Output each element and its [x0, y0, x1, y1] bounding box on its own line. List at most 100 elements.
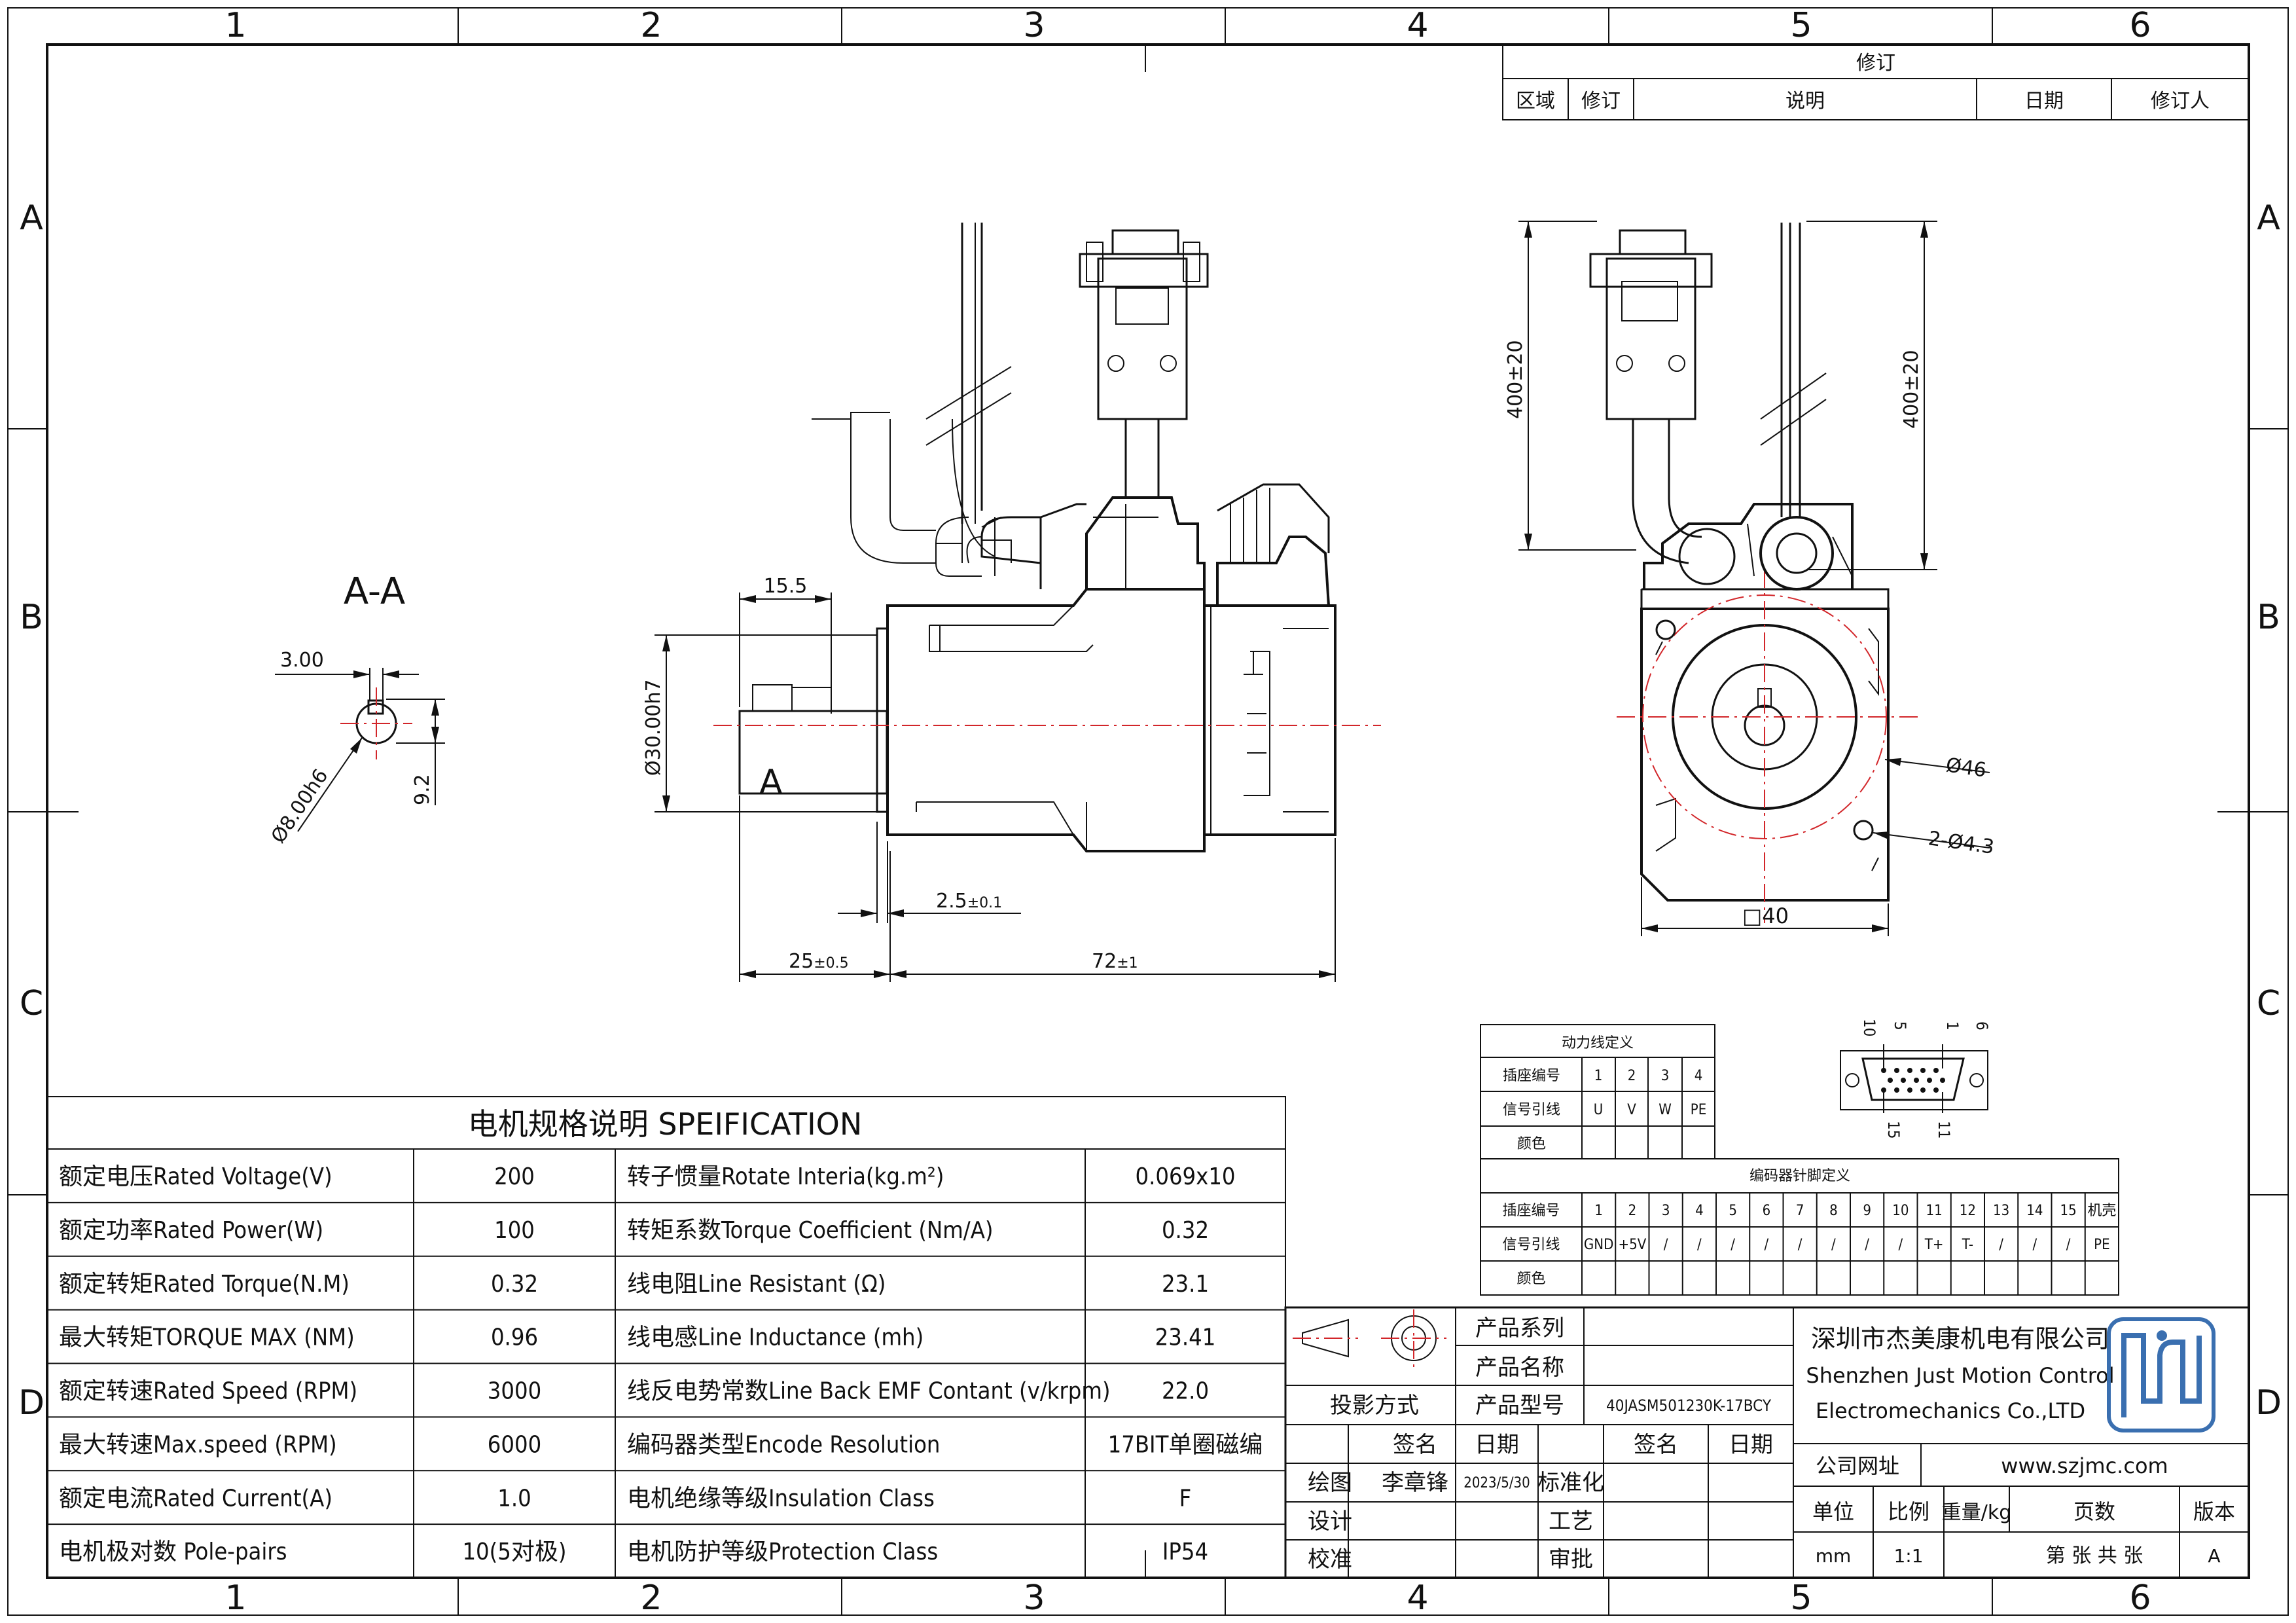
encoder-table-cell: / [2066, 1237, 2071, 1253]
encoder-table-title: 编码器针脚定义 [1749, 1168, 1850, 1184]
dim-pcd: Ø46 [1945, 754, 1988, 782]
dim-body-len: 72±1 [1092, 950, 1138, 973]
spec-param-label: 线电阻Line Resistant (Ω) [627, 1271, 886, 1298]
pin-label: 6 [1973, 1021, 1991, 1030]
dim-flange: □40 [1742, 903, 1789, 928]
col-label: 3 [1023, 1578, 1045, 1618]
encoder-table-cell: 6 [1763, 1203, 1771, 1219]
encoder-table-cell: 1 [1594, 1203, 1603, 1219]
spec-param-value: 0.32 [491, 1271, 538, 1298]
tb-unit: mm [1816, 1545, 1852, 1567]
col-label: 3 [1023, 6, 1045, 45]
rear-view: 400±20 400±20 □40 Ø46 2-Ø4.3 [1504, 221, 1996, 936]
row-label: C [2257, 984, 2280, 1023]
encoder-table-cell: 3 [1662, 1203, 1670, 1219]
spec-param-value: 1.0 [497, 1485, 531, 1512]
spec-param-label: 最大转速Max.speed (RPM) [59, 1431, 337, 1458]
tb-sign: 签名 [1393, 1432, 1437, 1458]
col-label: 1 [224, 6, 246, 45]
encoder-table-cell: 信号引线 [1502, 1237, 1560, 1253]
encoder-table-cell: 9 [1863, 1203, 1871, 1219]
dim-shaft-len: 15.5 [764, 575, 808, 598]
tb-company-cn: 深圳市杰美康机电有限公司 [1811, 1324, 2109, 1353]
power-table-cell: 信号引线 [1503, 1102, 1560, 1118]
tb-version: A [2208, 1545, 2220, 1567]
spec-param-label: 额定功率Rated Power(W) [59, 1217, 323, 1244]
spec-param-label: 转矩系数Torque Coefficient (Nm/A) [627, 1217, 994, 1244]
encoder-table-cell: 11 [1926, 1203, 1943, 1219]
power-table-title: 动力线定义 [1562, 1035, 1634, 1051]
spec-param-label: 线电感Line Inductance (mh) [627, 1324, 924, 1351]
spec-param-value: F [1179, 1485, 1192, 1512]
encoder-table-cell: / [1664, 1237, 1668, 1253]
dim-cable-1: 400±20 [1504, 340, 1527, 419]
encoder-table-cell: 13 [1993, 1203, 2009, 1219]
spec-param-label: 线反电势常数Line Back EMF Contant (v/krpm) [627, 1378, 1111, 1405]
pin-label: 1 [1943, 1021, 1962, 1030]
encoder-table-cell: / [1899, 1237, 1903, 1253]
encoder-table-cell: 2 [1628, 1203, 1637, 1219]
encoder-table-cell: / [1999, 1237, 2003, 1253]
dim-key-depth: 9.2 [411, 774, 434, 805]
revision-header: 区域 [1516, 90, 1555, 113]
tb-check: 校准 [1308, 1546, 1352, 1573]
revision-title: 修订 [1856, 52, 1895, 75]
spec-param-value: 22.0 [1162, 1378, 1209, 1405]
tb-scale-label: 比例 [1888, 1499, 1929, 1524]
power-table-cell: 颜色 [1517, 1136, 1546, 1152]
spec-param-value: IP54 [1162, 1539, 1208, 1565]
revision-header: 修订 [1581, 90, 1621, 113]
encoder-table-cell: T+ [1924, 1237, 1944, 1253]
spec-param-value: 6000 [488, 1431, 541, 1458]
spec-param-label: 电机防护等级Protection Class [627, 1539, 938, 1565]
tb-drawer: 李章锋 [1382, 1470, 1448, 1496]
spec-param-value: 17BIT单圈磁编 [1108, 1431, 1263, 1458]
dim-pilot-len: 2.5±0.1 [936, 890, 1002, 913]
tb-site-label: 公司网址 [1816, 1453, 1899, 1478]
tb-craft: 工艺 [1549, 1508, 1593, 1535]
tb-site: www.szjmc.com [2001, 1453, 2168, 1478]
tb-draw: 绘图 [1308, 1470, 1352, 1496]
spec-param-value: 200 [494, 1163, 535, 1190]
encoder-table-cell: / [1765, 1237, 1769, 1253]
encoder-table-cell: 插座编号 [1502, 1203, 1560, 1219]
encoder-table-cell: 颜色 [1516, 1271, 1545, 1287]
spec-param-label: 额定电压Rated Voltage(V) [59, 1163, 332, 1190]
tb-series-label: 产品系列 [1475, 1315, 1564, 1341]
encoder-table-cell: PE [2094, 1237, 2109, 1253]
encoder-table-cell: / [1697, 1237, 1702, 1253]
power-table-cell: 3 [1661, 1068, 1670, 1084]
tb-sign2: 签名 [1634, 1432, 1678, 1458]
col-label: 4 [1407, 1578, 1428, 1618]
tb-approve: 审批 [1549, 1546, 1593, 1573]
col-label: 1 [224, 1578, 246, 1618]
encoder-table-cell: T- [1962, 1237, 1973, 1253]
tb-design: 设计 [1308, 1508, 1352, 1535]
power-table-cell: W [1659, 1102, 1672, 1118]
dim-key-width: 3.00 [280, 649, 324, 672]
encoder-table-cell: 4 [1695, 1203, 1704, 1219]
encoder-table-cell: 10 [1892, 1203, 1909, 1219]
spec-param-label: 额定转速Rated Speed (RPM) [59, 1378, 357, 1405]
col-label: 2 [640, 6, 662, 45]
dim-shaft-dia: Ø8.00h6 [267, 765, 333, 847]
spec-param-value: 0.96 [491, 1324, 538, 1351]
spec-param-value: 0.069x10 [1135, 1163, 1235, 1190]
db15-connector-diagram: 5 1 6 10 15 11 [1840, 1019, 1991, 1139]
power-table-cell: 2 [1628, 1068, 1636, 1084]
encoder-table-cell: / [1731, 1237, 1735, 1253]
tb-pages-label: 页数 [2073, 1499, 2115, 1524]
spec-param-label: 电机绝缘等级Insulation Class [627, 1485, 935, 1512]
tb-version-label: 版本 [2193, 1499, 2235, 1524]
tb-company-en2: Electromechanics Co.,LTD [1816, 1398, 2085, 1423]
tb-company-en1: Shenzhen Just Motion Control [1806, 1363, 2114, 1388]
tb-date: 日期 [1475, 1432, 1519, 1458]
spec-param-label: 转子惯量Rotate Interia(kg.m²) [627, 1163, 944, 1190]
tb-weight-label: 重量/kg [1942, 1501, 2012, 1524]
section-view-a-a: A-A 3.00 9.2 Ø8.00h6 [267, 570, 445, 847]
power-table-cell: 插座编号 [1503, 1068, 1560, 1084]
dim-cable-2: 400±20 [1900, 350, 1923, 429]
tb-date2: 日期 [1729, 1432, 1773, 1458]
